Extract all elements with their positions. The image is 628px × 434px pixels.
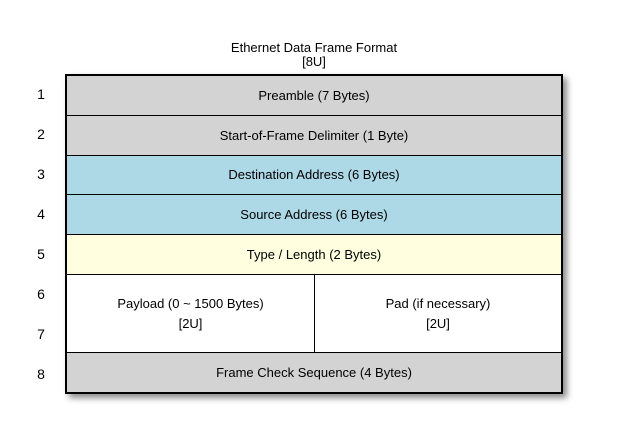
table-row-payload-pad: Payload (0 ~ 1500 Bytes) [2U] Pad (if ne… bbox=[67, 273, 561, 353]
table-row-sfd: Start-of-Frame Delimiter (1 Byte) bbox=[67, 114, 561, 155]
row-number-6: 6 bbox=[37, 286, 45, 302]
payload-units: [2U] bbox=[178, 315, 203, 331]
pad-cell: Pad (if necessary) [2U] bbox=[314, 274, 561, 353]
sfd-label: Start-of-Frame Delimiter (1 Byte) bbox=[219, 127, 409, 143]
table-row-preamble: Preamble (7 Bytes) bbox=[67, 76, 561, 115]
diagram-title-line2: [8U] bbox=[302, 54, 326, 69]
table-row-source-address: Source Address (6 Bytes) bbox=[67, 194, 561, 234]
source-address-label: Source Address (6 Bytes) bbox=[240, 207, 388, 223]
diagram-title: Ethernet Data Frame Format [8U] bbox=[65, 41, 563, 69]
frame-table: Preamble (7 Bytes) Start-of-Frame Delimi… bbox=[65, 74, 563, 394]
diagram-title-line1: Ethernet Data Frame Format bbox=[230, 40, 398, 55]
preamble-label: Preamble (7 Bytes) bbox=[258, 87, 370, 103]
pad-units: [2U] bbox=[426, 315, 450, 331]
type-length-label: Type / Length (2 Bytes) bbox=[246, 246, 382, 262]
row-number-4: 4 bbox=[37, 206, 45, 222]
fcs-label: Frame Check Sequence (4 Bytes) bbox=[216, 365, 412, 381]
table-row-type-length: Type / Length (2 Bytes) bbox=[67, 234, 561, 274]
pad-label: Pad (if necessary) bbox=[385, 295, 491, 311]
row-number-2: 2 bbox=[37, 126, 45, 142]
row-number-1: 1 bbox=[37, 86, 45, 102]
row-number-3: 3 bbox=[37, 166, 45, 182]
row-number-column: 1 2 3 4 5 6 7 8 bbox=[24, 74, 58, 394]
table-row-fcs: Frame Check Sequence (4 Bytes) bbox=[67, 352, 561, 392]
row-number-5: 5 bbox=[37, 246, 45, 262]
table-row-destination-address: Destination Address (6 Bytes) bbox=[67, 154, 561, 195]
payload-label: Payload (0 ~ 1500 Bytes) bbox=[117, 295, 264, 311]
row-number-7: 7 bbox=[37, 326, 45, 342]
row-number-8: 8 bbox=[37, 366, 45, 382]
destination-address-label: Destination Address (6 Bytes) bbox=[228, 167, 400, 183]
payload-cell: Payload (0 ~ 1500 Bytes) [2U] bbox=[67, 275, 314, 353]
